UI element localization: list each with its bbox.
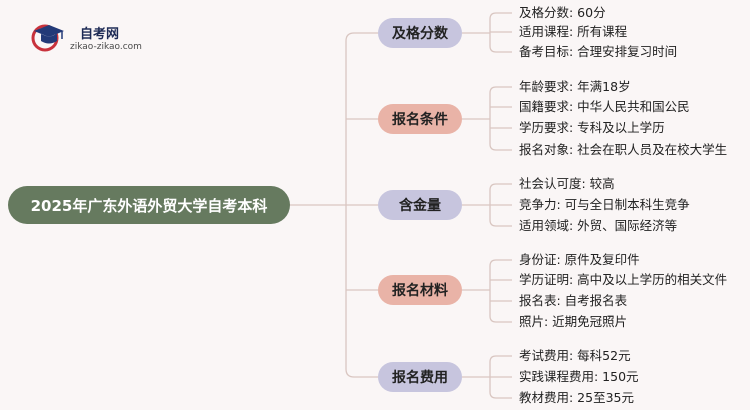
root-node: 2025年广东外语外贸大学自考本科: [8, 186, 290, 224]
leaf-item: 年龄要求: 年满18岁: [519, 79, 631, 94]
leaf-item: 适用领域: 外贸、国际经济等: [519, 218, 678, 233]
leaf-item: 学历证明: 高中及以上学历的相关文件: [519, 272, 728, 287]
leaf-item: 及格分数: 60分: [519, 5, 606, 20]
logo: 自考网 zikao-zikao.com: [30, 22, 170, 56]
leaf-item: 国籍要求: 中华人民共和国公民: [519, 99, 690, 114]
leaf-item: 报名表: 自考报名表: [519, 293, 628, 308]
leaf-item: 教材费用: 25至35元: [519, 390, 634, 405]
leaf-connector: [489, 143, 512, 151]
graduation-cap-icon: [31, 24, 64, 52]
leaf-item: 报名对象: 社会在职人员及在校大学生: [519, 142, 728, 157]
leaf-item: 竞争力: 可与全日制本科生竞争: [519, 197, 690, 212]
category-node: 及格分数: [378, 18, 462, 48]
category-node: 报名条件: [378, 104, 462, 134]
leaf-connector: [489, 45, 512, 53]
category-connector: [345, 368, 378, 378]
leaf-item: 学历要求: 专科及以上学历: [519, 120, 665, 135]
leaf-item: 社会认可度: 较高: [519, 176, 615, 191]
leaf-connector: [489, 259, 512, 267]
leaf-connector: [489, 355, 512, 363]
leaf-item: 身份证: 原件及复印件: [519, 252, 640, 267]
leaf-connector: [489, 86, 512, 94]
logo-title: 自考网: [80, 27, 120, 42]
category-node: 报名材料: [378, 275, 462, 305]
leaf-item: 备考目标: 合理安排复习时间: [519, 44, 678, 59]
category-node: 报名费用: [378, 362, 462, 392]
leaf-item: 实践课程费用: 150元: [519, 369, 639, 384]
leaf-connector: [489, 219, 512, 227]
category-connector: [345, 32, 378, 42]
leaf-connector: [489, 12, 512, 20]
leaf-item: 考试费用: 每科52元: [519, 348, 631, 363]
leaf-connector: [489, 391, 512, 399]
leaf-item: 照片: 近期免冠照片: [519, 314, 628, 329]
leaf-connector: [489, 183, 512, 191]
leaf-item: 适用课程: 所有课程: [519, 24, 628, 39]
logo-url: zikao-zikao.com: [70, 42, 142, 52]
category-node: 含金量: [378, 190, 462, 220]
leaf-connector: [489, 315, 512, 323]
